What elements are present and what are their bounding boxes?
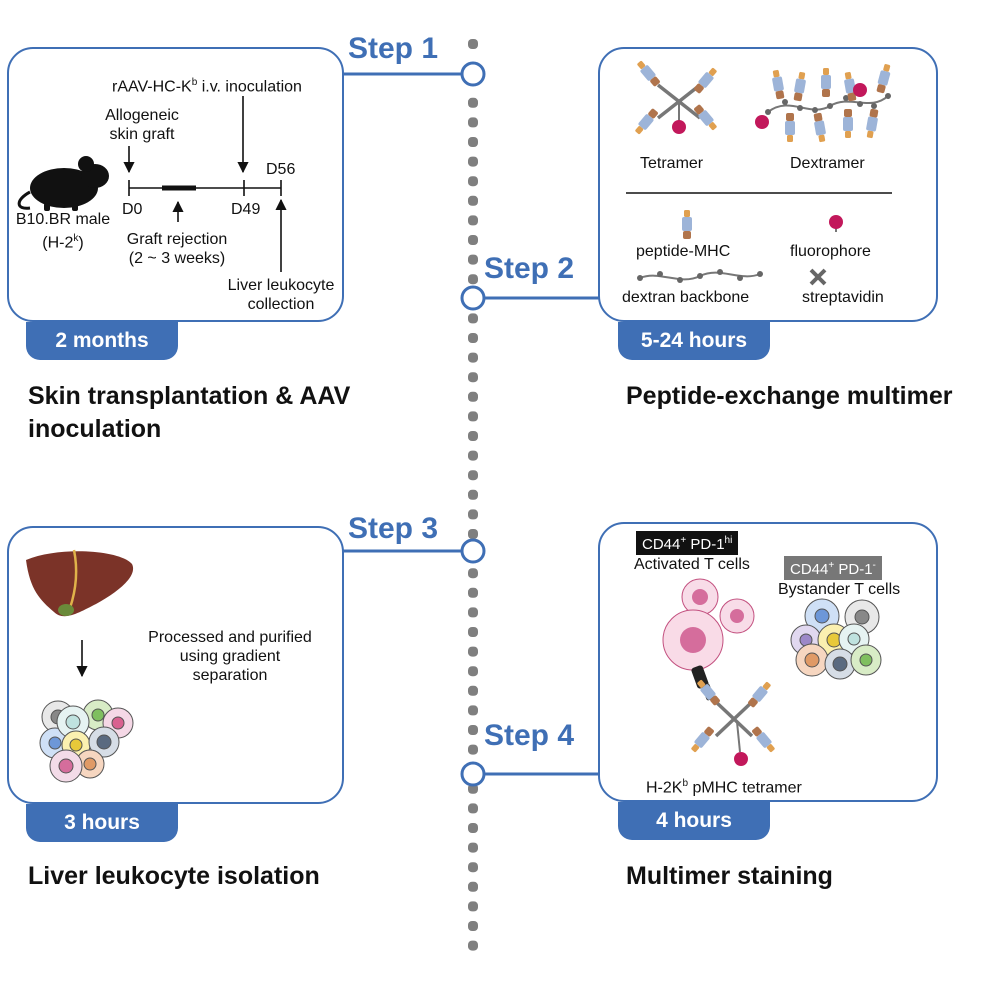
timeline-dot: [468, 489, 478, 500]
timeline-dot: [468, 274, 478, 285]
timeline-dot: [468, 117, 478, 128]
timeline-dot: [468, 685, 478, 696]
timeline-dot: [468, 411, 478, 422]
timeline-dot: [468, 921, 478, 931]
step-label-3: Step 3: [348, 512, 439, 545]
timeline-dot: [468, 195, 478, 206]
timeline-dot: [468, 137, 478, 147]
legend-dextran-label: dextran backbone: [622, 289, 750, 306]
step-connector-4: [460, 761, 600, 787]
timeline-dot: [468, 372, 478, 383]
timeline-dot: [468, 333, 478, 343]
pmhc-tetramer-label: H-2Kb pMHC tetramer: [646, 778, 802, 797]
timeline-dot: [468, 607, 478, 618]
duration-tab-4: 4 hours: [618, 802, 770, 840]
activated-t-cells-label: Activated T cells: [634, 556, 750, 573]
timeline-dot: [468, 470, 478, 481]
timeline-dot: [468, 901, 478, 912]
timeline-dot: [468, 39, 478, 49]
liver-icon: [26, 549, 134, 617]
mouse-strain-label: B10.BR male (H-2k): [15, 211, 111, 252]
dextramer-icon: [755, 63, 893, 143]
pmhc-tetramer-icon: [689, 678, 777, 766]
step-label-1: Step 1: [348, 32, 439, 65]
timeline-dot: [468, 450, 478, 461]
timeline-dot: [468, 587, 478, 598]
step-title-3: Liver leukocyte isolation: [28, 862, 320, 890]
bystander-t-cells-icon: [790, 598, 882, 680]
fluorophore-icon: [829, 215, 843, 232]
dextramer-label: Dextramer: [790, 155, 865, 172]
timeline-dot: [468, 176, 478, 187]
timeline-dot: [468, 881, 478, 892]
d56-label: D56: [266, 161, 296, 178]
legend-streptavidin-label: streptavidin: [802, 289, 884, 306]
d0-label: D0: [122, 201, 143, 218]
step-connector-1: [335, 61, 486, 87]
tetramer-icon: [633, 59, 719, 136]
timeline-dot: [468, 431, 478, 441]
aav-inoculation-label: rAAV-HC-Kb i.v. inoculation: [112, 77, 302, 96]
timeline-dot: [468, 313, 478, 324]
legend-fluorophore-label: fluorophore: [790, 243, 871, 260]
legend-pmhc-label: peptide-MHC: [636, 243, 731, 260]
timeline-dot: [468, 705, 478, 716]
duration-tab-2: 5-24 hours: [618, 322, 770, 360]
streptavidin-icon: [809, 268, 827, 286]
d49-label: D49: [231, 201, 261, 218]
pmhc-icon: [682, 210, 692, 239]
mouse-icon: [17, 156, 109, 211]
step-connector-2: [460, 285, 600, 311]
timeline-dot: [468, 940, 478, 951]
timeline-dot: [468, 529, 478, 539]
timeline-dot: [468, 646, 478, 657]
timeline-dotted-line: [468, 39, 478, 951]
timeline-dot: [468, 803, 478, 814]
step-title-4: Multimer staining: [626, 862, 833, 890]
step-title-2: Peptide-exchange multimer: [626, 382, 953, 410]
timeline-dot: [468, 627, 478, 637]
timeline-dot: [468, 666, 478, 677]
timeline-dot: [468, 391, 478, 402]
dextran-backbone-icon: [637, 269, 763, 283]
step-label-4: Step 4: [484, 719, 575, 752]
duration-tab-1: 2 months: [26, 322, 178, 360]
timeline-dot: [468, 254, 478, 265]
tetramer-label: Tetramer: [640, 155, 704, 172]
step-connector-3: [335, 538, 486, 564]
timeline-dot: [468, 744, 478, 755]
timeline-dot: [468, 215, 478, 226]
timeline-dot: [468, 509, 478, 520]
timeline-dot: [468, 156, 478, 167]
activated-marker-tag: CD44+ PD-1hi: [636, 531, 739, 555]
graft-timeline: [123, 96, 287, 272]
timeline-dot: [468, 783, 478, 794]
bystander-t-cells-label: Bystander T cells: [778, 581, 901, 598]
bystander-marker-tag: CD44+ PD-1-: [784, 556, 882, 580]
step-title-1: Skin transplantation & AAV inoculation: [28, 382, 351, 443]
timeline-dot: [468, 842, 478, 853]
timeline-dot: [468, 352, 478, 363]
timeline-dot: [468, 823, 478, 833]
graft-rejection-label: Graft rejection(2 ~ 3 weeks): [126, 231, 228, 267]
leukocyte-cluster-icon: [39, 699, 134, 783]
step-label-2: Step 2: [484, 252, 575, 285]
activated-t-cells-icon: [662, 578, 755, 671]
timeline-dot: [468, 97, 478, 108]
timeline-dot: [468, 862, 478, 873]
timeline-dot: [468, 725, 478, 735]
timeline-dot: [468, 568, 478, 579]
timeline-dot: [468, 235, 478, 245]
duration-tab-3: 3 hours: [26, 804, 178, 842]
